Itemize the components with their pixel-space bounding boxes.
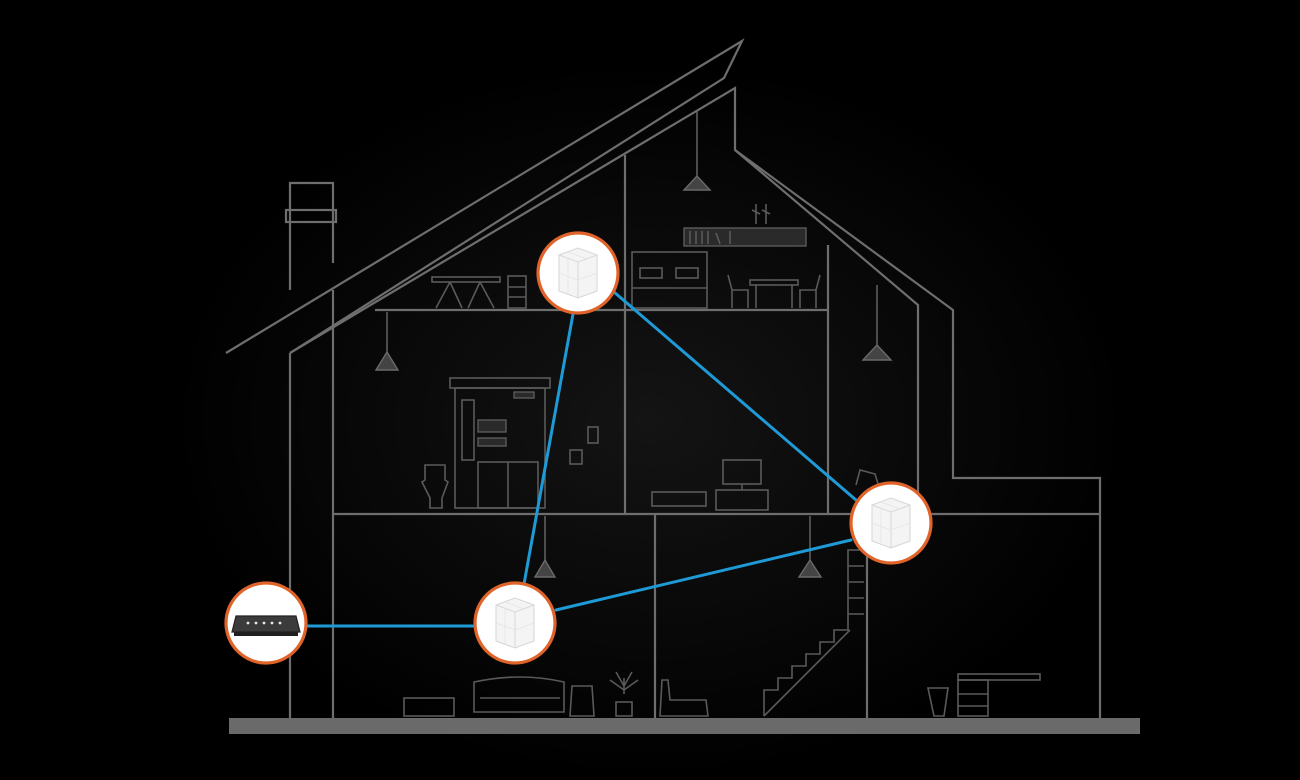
second-floor-furniture xyxy=(420,377,881,511)
mesh-node-attic[interactable] xyxy=(536,231,620,315)
ground-floor-furniture xyxy=(403,549,1041,717)
mesh-unit-icon xyxy=(558,247,598,299)
roof-left-slope xyxy=(225,38,745,354)
link-attic-to-right xyxy=(612,290,858,502)
mesh-unit-icon xyxy=(871,497,911,549)
link-ground-to-attic xyxy=(522,312,575,586)
attic-furniture xyxy=(431,204,821,309)
background-glow xyxy=(170,60,1130,780)
router-icon xyxy=(231,615,301,636)
ceiling-lamps xyxy=(374,110,893,578)
mesh-node-right[interactable] xyxy=(849,481,933,565)
ground-slab xyxy=(229,718,1140,734)
router-node[interactable] xyxy=(224,581,308,665)
link-ground-to-right xyxy=(554,538,853,612)
mesh-node-ground[interactable] xyxy=(473,581,557,665)
wifi-links xyxy=(304,290,858,628)
mesh-unit-icon xyxy=(495,597,535,649)
